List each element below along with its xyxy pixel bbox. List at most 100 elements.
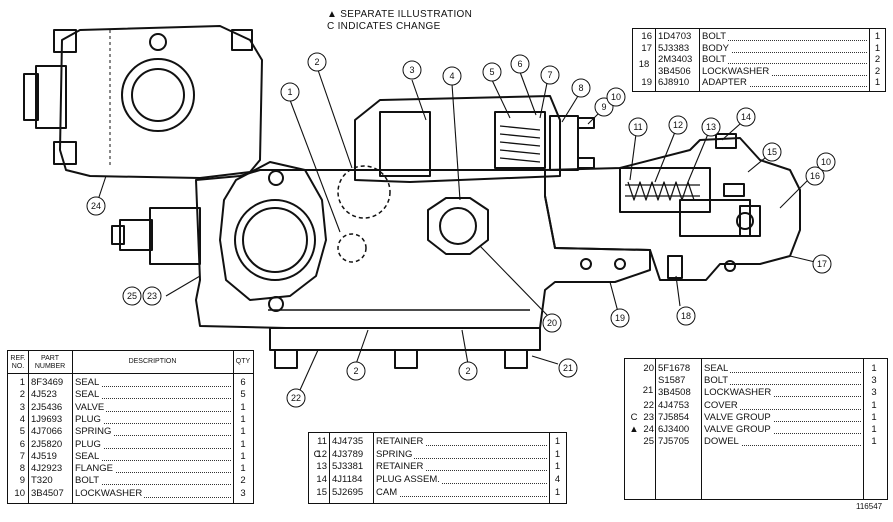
part-description: SPRING	[75, 426, 114, 439]
ref-number: 22	[643, 399, 654, 411]
dot-leader	[704, 409, 861, 422]
part-qty: 1	[554, 436, 561, 447]
dot-leader	[376, 458, 547, 472]
part-description: SEAL	[75, 377, 102, 389]
ref-number: 10	[14, 487, 25, 499]
part-number: 1J9693	[31, 413, 63, 425]
dot-leader	[75, 472, 231, 486]
ref-number: 1	[19, 377, 25, 388]
dot-leader	[704, 384, 861, 398]
ref-number: 15	[316, 486, 327, 498]
callout-23: 23	[147, 291, 157, 301]
part-number: 3B4508	[658, 387, 691, 399]
part-number: 4J519	[31, 450, 57, 462]
part-qty: 4	[554, 474, 561, 486]
callout-19: 19	[615, 313, 625, 323]
dot-leader	[75, 485, 231, 498]
callout-21: 21	[563, 363, 573, 373]
callout-13: 13	[706, 122, 716, 132]
part-description: LOCKWASHER	[704, 387, 774, 400]
ref-number: 11	[317, 436, 327, 447]
dot-leader	[75, 374, 231, 387]
part-qty: 1	[871, 399, 877, 411]
part-qty: 1	[240, 463, 246, 475]
part-description: SEAL	[75, 389, 102, 402]
callout-15: 15	[767, 147, 777, 157]
dot-leader	[704, 360, 861, 373]
part-description: SPRING	[376, 448, 415, 461]
callout-16: 16	[810, 171, 820, 181]
header-description: DESCRIPTION	[128, 358, 177, 365]
part-qty: 1	[871, 436, 877, 448]
part-description: BODY	[702, 42, 731, 55]
part-description: VALVE GROUP	[704, 411, 773, 424]
ref-number: 20	[643, 363, 654, 374]
part-number: 5J3383	[658, 42, 690, 54]
part-description: LOCKWASHER	[75, 487, 145, 500]
dot-leader	[704, 397, 861, 410]
valve-body	[195, 169, 651, 329]
ref-number: 19	[641, 77, 652, 89]
part-description: COVER	[704, 399, 740, 412]
callout-10b: 10	[821, 157, 831, 167]
dot-leader	[75, 423, 231, 437]
part-number: 5J3381	[332, 461, 364, 473]
part-number: 4J523	[31, 389, 57, 401]
part-number: 2J5820	[31, 438, 63, 450]
part-number: 6J8910	[658, 77, 690, 89]
part-number: 4J4735	[332, 436, 364, 447]
ref-number: 17	[641, 42, 652, 54]
part-description: FLANGE	[75, 463, 116, 476]
callout-2: 2	[314, 57, 319, 67]
part-description: VALVE GROUP	[704, 424, 773, 436]
part-number: 1D4703	[658, 31, 692, 42]
ref-number: 25	[643, 436, 654, 448]
part-qty: 1	[874, 31, 881, 42]
right-valve-section	[544, 137, 801, 281]
part-qty: 1	[874, 77, 881, 89]
part-qty: 3	[871, 387, 877, 399]
callout-12: 12	[673, 120, 683, 130]
part-number: 7J5705	[658, 436, 690, 448]
part-qty: 1	[240, 413, 246, 425]
ref-number: 7	[19, 450, 25, 462]
callout-5: 5	[489, 67, 494, 77]
part-number: 4J2923	[31, 463, 63, 475]
pump-housing	[59, 25, 263, 179]
ref-number: 13	[316, 461, 327, 473]
dot-leader	[75, 411, 231, 424]
part-description: LOCKWASHER	[702, 65, 772, 78]
callout-10: 10	[611, 92, 621, 102]
table-row: 3B4508 LOCKWASHER 3	[625, 384, 887, 400]
ref-number: 9	[19, 475, 25, 487]
part-qty: 2	[240, 475, 246, 487]
part-qty: 2	[874, 65, 881, 77]
change-mark: C	[630, 411, 638, 423]
part-description: BOLT	[702, 54, 729, 67]
part-qty: 1	[240, 426, 246, 438]
callout-2c: 2	[465, 366, 470, 376]
dot-leader	[376, 471, 547, 485]
part-qty: 1	[240, 438, 246, 450]
part-description: BOLT	[75, 475, 102, 488]
change-mark: ▲	[629, 424, 639, 435]
part-qty: 1	[240, 450, 246, 462]
